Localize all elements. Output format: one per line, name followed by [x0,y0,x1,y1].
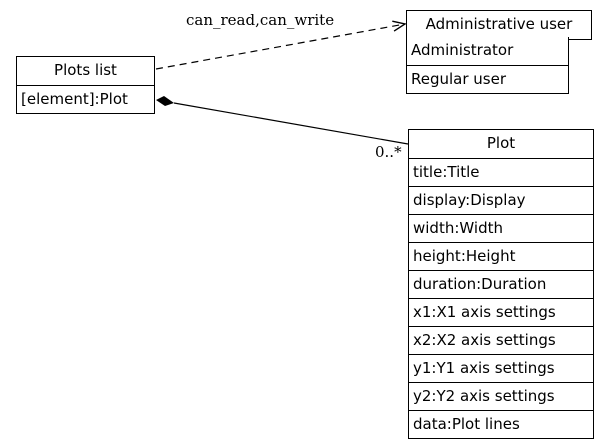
plot-attribute-y2: y2:Y2 axis settings [409,382,593,410]
plots-list-class[interactable]: Plots list [element]:Plot [16,56,155,114]
plot-attribute-data: data:Plot lines [409,410,593,438]
plot-attribute-y1: y1:Y1 axis settings [409,354,593,382]
composition-diamond-icon [156,96,174,106]
administrative-user-literals: Administrator Regular user [406,37,569,94]
plot-attribute-x2: x2:X2 axis settings [409,326,593,354]
plot-class[interactable]: Plot title:Title display:Display width:W… [408,129,594,439]
composition-edge [173,102,409,145]
administrative-user-class[interactable]: Administrative user [406,10,592,40]
plot-attribute-height: height:Height [409,242,593,270]
plot-attribute-display: display:Display [409,186,593,214]
access-dependency-edge [155,24,405,70]
plot-attribute-duration: duration:Duration [409,270,593,298]
plot-attribute-title: title:Title [409,158,593,186]
plot-attribute-x1: x1:X1 axis settings [409,298,593,326]
plot-class-title: Plot [486,134,516,152]
administrative-user-class-title: Administrative user [425,15,573,33]
administrative-user-literal: Regular user [407,65,568,93]
composition-multiplicity-label: 0..* [375,143,402,161]
plots-list-class-title: Plots list [54,61,117,79]
administrative-user-literal: Administrator [411,41,514,59]
access-dependency-label: can_read,can_write [186,11,334,29]
plots-list-attribute: [element]:Plot [17,85,154,113]
plot-attribute-width: width:Width [409,214,593,242]
